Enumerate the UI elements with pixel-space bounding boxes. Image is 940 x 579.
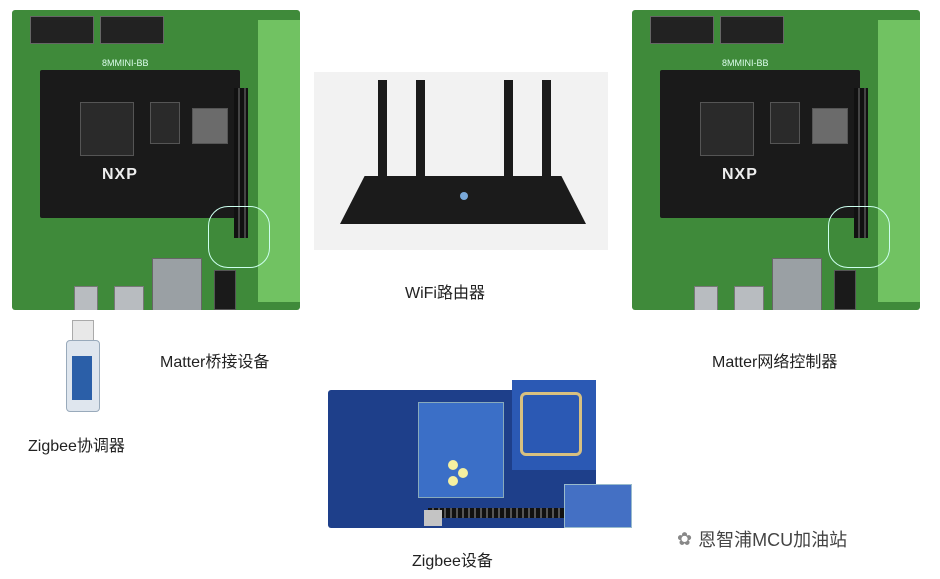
ethernet-jack xyxy=(152,258,202,310)
watermark-text: 恩智浦MCU加油站 xyxy=(698,530,848,550)
rgb-led xyxy=(448,460,458,470)
gpio-header xyxy=(234,88,248,238)
usb-port xyxy=(734,286,764,310)
usb-port xyxy=(424,510,442,526)
nfc-antenna-coil xyxy=(520,392,582,456)
router-antenna xyxy=(378,80,387,184)
zigbee-coordinator-label: Zigbee协调器 xyxy=(28,438,125,455)
wifi-module-chip xyxy=(192,108,228,144)
router-antenna xyxy=(542,80,551,184)
som-module xyxy=(660,70,860,218)
zigbee-device-kit xyxy=(328,380,632,530)
audio-jack xyxy=(834,270,856,310)
router-body xyxy=(340,176,586,224)
som-module xyxy=(40,70,240,218)
zigbee-shield-board xyxy=(418,402,504,498)
zigbee-device-label: Zigbee设备 xyxy=(412,553,493,570)
csi-connector xyxy=(720,16,784,44)
wifi-router-label: WiFi路由器 xyxy=(405,285,485,302)
csi-connector xyxy=(100,16,164,44)
zigbee-radio-module xyxy=(564,484,632,528)
antenna-cable xyxy=(208,206,270,268)
matter-bridge-label: Matter桥接设备 xyxy=(160,354,270,371)
rgb-led xyxy=(458,468,468,478)
matter-bridge-board: NXP 8MMINI-BB xyxy=(12,10,300,310)
memory-chip xyxy=(150,102,180,144)
usb-port xyxy=(114,286,144,310)
processor-chip xyxy=(700,102,754,156)
matter-controller-label: Matter网络控制器 xyxy=(712,354,838,371)
audio-jack xyxy=(214,270,236,310)
nxp-logo: NXP xyxy=(102,166,138,183)
board-silkscreen: 8MMINI-BB xyxy=(722,58,769,68)
nxp-logo: NXP xyxy=(722,166,758,183)
zigbee-coordinator-dongle xyxy=(62,320,102,412)
router-led xyxy=(460,192,468,200)
usb-port xyxy=(694,286,718,310)
router-antenna xyxy=(504,80,513,184)
rgb-led xyxy=(448,476,458,486)
board-silkscreen: 8MMINI-BB xyxy=(102,58,149,68)
router-antenna xyxy=(416,80,425,184)
dsi-connector xyxy=(650,16,714,44)
usb-port xyxy=(74,286,98,310)
ethernet-jack xyxy=(772,258,822,310)
memory-chip xyxy=(770,102,800,144)
watermark: ✿ 恩智浦MCU加油站 xyxy=(677,526,847,552)
wifi-module-chip xyxy=(812,108,848,144)
dsi-connector xyxy=(30,16,94,44)
matter-controller-board: NXP 8MMINI-BB xyxy=(632,10,920,310)
wechat-icon: ✿ xyxy=(677,528,693,549)
gpio-header xyxy=(854,88,868,238)
wifi-router-image xyxy=(314,72,608,250)
antenna-cable xyxy=(828,206,890,268)
pin-header xyxy=(428,508,578,518)
processor-chip xyxy=(80,102,134,156)
dongle-pcb xyxy=(72,356,92,400)
